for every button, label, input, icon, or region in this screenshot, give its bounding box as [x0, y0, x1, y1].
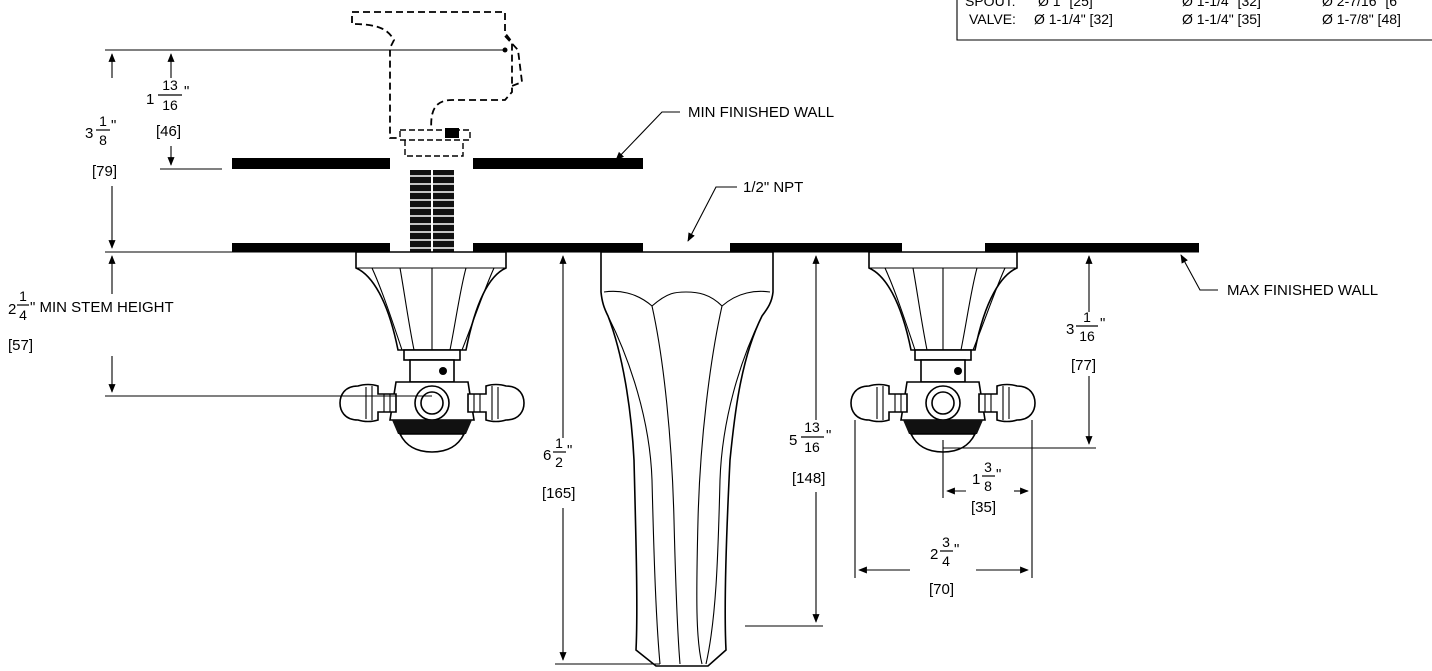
spec-spout-label: SPOUT:: [965, 0, 1016, 9]
svg-text:1: 1: [99, 113, 107, 129]
svg-text:5: 5: [789, 432, 797, 449]
left-cross-handle: [339, 383, 525, 423]
svg-text:3: 3: [1066, 321, 1074, 338]
svg-text:4: 4: [19, 307, 27, 323]
svg-text:[70]: [70]: [929, 581, 954, 598]
spec-spout-value: Ø 2-7/16" [6: [1322, 0, 1397, 9]
svg-text:16: 16: [162, 97, 178, 113]
spec-table: SPOUT: Ø 1" [25] Ø 1-1/4" [32] Ø 2-7/16"…: [956, 0, 1432, 41]
svg-text:[46]: [46]: [156, 123, 181, 140]
svg-text:": ": [826, 427, 831, 444]
svg-text:1: 1: [146, 91, 154, 108]
right-valve-body: [868, 251, 1018, 453]
min-finished-wall-label: MIN FINISHED WALL: [688, 104, 834, 121]
svg-text:[148]: [148]: [792, 470, 825, 487]
svg-text:" MIN STEM HEIGHT: " MIN STEM HEIGHT: [30, 299, 174, 316]
npt-label: 1/2" NPT: [743, 179, 803, 196]
svg-text:1: 1: [555, 435, 563, 451]
dim-center-height: 6 1 2 " [165]: [542, 435, 575, 502]
svg-text:13: 13: [162, 77, 178, 93]
spec-spout-value: Ø 1-1/4" [32]: [1182, 0, 1261, 9]
svg-text:2: 2: [555, 454, 563, 470]
dimension-lines: [105, 49, 1096, 665]
svg-text:16: 16: [804, 439, 820, 455]
svg-text:[77]: [77]: [1071, 357, 1096, 374]
svg-text:": ": [567, 442, 572, 459]
svg-text:8: 8: [984, 478, 992, 494]
spec-valve-value: Ø 1-7/8" [48]: [1322, 11, 1401, 27]
svg-text:": ": [996, 466, 1001, 483]
left-handle-hidden: [351, 11, 523, 157]
max-finished-wall: [232, 243, 1199, 252]
svg-text:": ": [184, 83, 189, 100]
svg-text:3: 3: [85, 125, 93, 142]
dim-handle-offset: 1 3 8 " [35]: [971, 459, 1001, 516]
svg-text:8: 8: [99, 132, 107, 148]
svg-text:1: 1: [972, 471, 980, 488]
svg-text:3: 3: [984, 459, 992, 475]
svg-text:[35]: [35]: [971, 499, 996, 516]
svg-text:1: 1: [1083, 309, 1091, 325]
dim-spout-height: 1 13 16 " [46]: [146, 77, 189, 140]
leader-lines: [615, 111, 1218, 291]
dim-valve-height: 3 1 16 " [77]: [1066, 309, 1105, 374]
spout-body: [600, 251, 774, 667]
spec-valve-value: Ø 1-1/4" [35]: [1182, 11, 1261, 27]
svg-text:[165]: [165]: [542, 485, 575, 502]
svg-text:3: 3: [942, 534, 950, 550]
dim-handle-span: 2 3 4 " [70]: [929, 534, 959, 598]
svg-text:16: 16: [1079, 328, 1095, 344]
svg-text:[57]: [57]: [8, 337, 33, 354]
svg-text:2: 2: [930, 546, 938, 563]
min-finished-wall: [232, 158, 643, 169]
max-finished-wall-label: MAX FINISHED WALL: [1227, 282, 1378, 299]
spec-valve-label: VALVE:: [969, 11, 1016, 27]
left-valve-body: [355, 251, 507, 453]
svg-text:13: 13: [804, 419, 820, 435]
svg-text:": ": [954, 541, 959, 558]
dim-spout-reach: 5 13 16 " [148]: [789, 419, 831, 487]
spec-spout-value: Ø 1" [25]: [1038, 0, 1093, 9]
svg-text:1: 1: [19, 288, 27, 304]
svg-text:6: 6: [543, 447, 551, 464]
svg-text:[79]: [79]: [92, 163, 117, 180]
spec-valve-value: Ø 1-1/4" [32]: [1034, 11, 1113, 27]
svg-text:": ": [1100, 315, 1105, 332]
svg-text:": ": [111, 117, 116, 134]
svg-text:2: 2: [8, 301, 16, 318]
svg-text:4: 4: [942, 553, 950, 569]
right-cross-handle: [850, 383, 1036, 423]
dim-wall-range: 3 1 8 " [79]: [85, 113, 117, 180]
dim-stem-height: 2 1 4 " MIN STEM HEIGHT [57]: [8, 288, 174, 354]
threaded-stem: [410, 170, 454, 254]
